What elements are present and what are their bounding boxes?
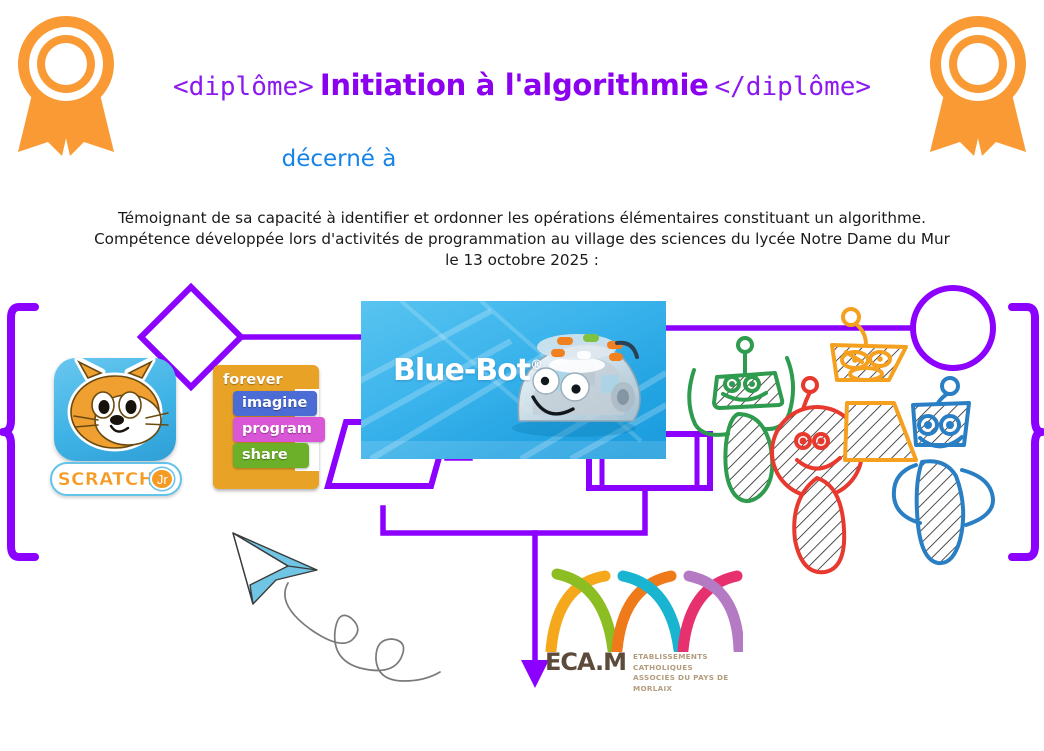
body-line-3: le 13 octobre 2025 :	[445, 251, 599, 269]
body-line-1: Témoignant de sa capacité à identifier e…	[118, 209, 926, 227]
page-title: <diplôme>Initiation à l'algorithmie</dip…	[0, 68, 1044, 102]
scratch-block-program: program	[233, 417, 325, 442]
award-ribbon-icon-left	[18, 16, 114, 156]
scratch-block-program-label: program	[242, 421, 312, 437]
scratchjr-app-tile	[54, 356, 176, 461]
body-line-2: Compétence développée lors d'activités d…	[94, 230, 950, 248]
awarded-to-label: décerné à	[281, 146, 397, 172]
ecam-subtitle-line-1: ETABLISSEMENTS CATHOLIQUES	[633, 652, 708, 672]
bluebot-robot-illustration	[512, 334, 641, 437]
scratchjr-jr-badge: Jr	[150, 468, 175, 490]
blue-bot-label: Blue-Bot®	[393, 353, 543, 388]
scratch-block-share-label: share	[242, 447, 288, 463]
right-brace	[1008, 303, 1044, 561]
title-open-tag: <diplôme>	[172, 72, 314, 102]
paper-plane-trail	[284, 582, 441, 682]
scratch-block-share: share	[233, 443, 309, 468]
paper-plane-icon	[232, 532, 318, 605]
connector-circle	[910, 285, 996, 371]
ecam-logo: ECA.M ETABLISSEMENTS CATHOLIQUES ASSOCIÉ…	[543, 562, 745, 693]
scratch-blocks-stack: forever imagine program share	[213, 365, 325, 490]
ecam-mark: ECA.M	[545, 648, 627, 676]
title-close-tag: </diplôme>	[714, 72, 872, 102]
robot-doodle-green	[687, 336, 795, 503]
ecam-text-block: ECA.M ETABLISSEMENTS CATHOLIQUES ASSOCIÉ…	[545, 650, 743, 694]
robot-doodle-red	[770, 376, 864, 575]
ecam-subtitle: ETABLISSEMENTS CATHOLIQUES ASSOCIÉS DU P…	[633, 650, 743, 694]
left-brace	[0, 303, 39, 561]
scratchjr-wordmark-text: SCRATCH	[57, 468, 155, 490]
robot-doodle-orange	[830, 307, 908, 382]
robot-doodle-blue	[891, 376, 995, 566]
certificate-body: Témoignant de sa capacité à identifier e…	[42, 208, 1002, 271]
scratch-block-imagine-label: imagine	[242, 395, 308, 411]
award-ribbon-icon-right	[930, 16, 1026, 156]
ecam-subtitle-line-2: ASSOCIÉS DU PAYS DE MORLAIX	[633, 673, 729, 693]
scratch-block-imagine: imagine	[233, 391, 317, 416]
ecam-arches-icon	[545, 568, 745, 656]
blue-bot-label-text: Blue-Bot	[393, 353, 531, 388]
registered-trademark-icon: ®	[530, 358, 543, 373]
blue-bot-banner: Blue-Bot®	[361, 301, 666, 459]
title-main-text: Initiation à l'algorithmie	[319, 68, 709, 102]
shape-doodle-orange-quad	[843, 401, 918, 462]
scratch-cat-face-icon	[67, 356, 169, 452]
scratch-block-forever-label: forever	[223, 372, 283, 388]
